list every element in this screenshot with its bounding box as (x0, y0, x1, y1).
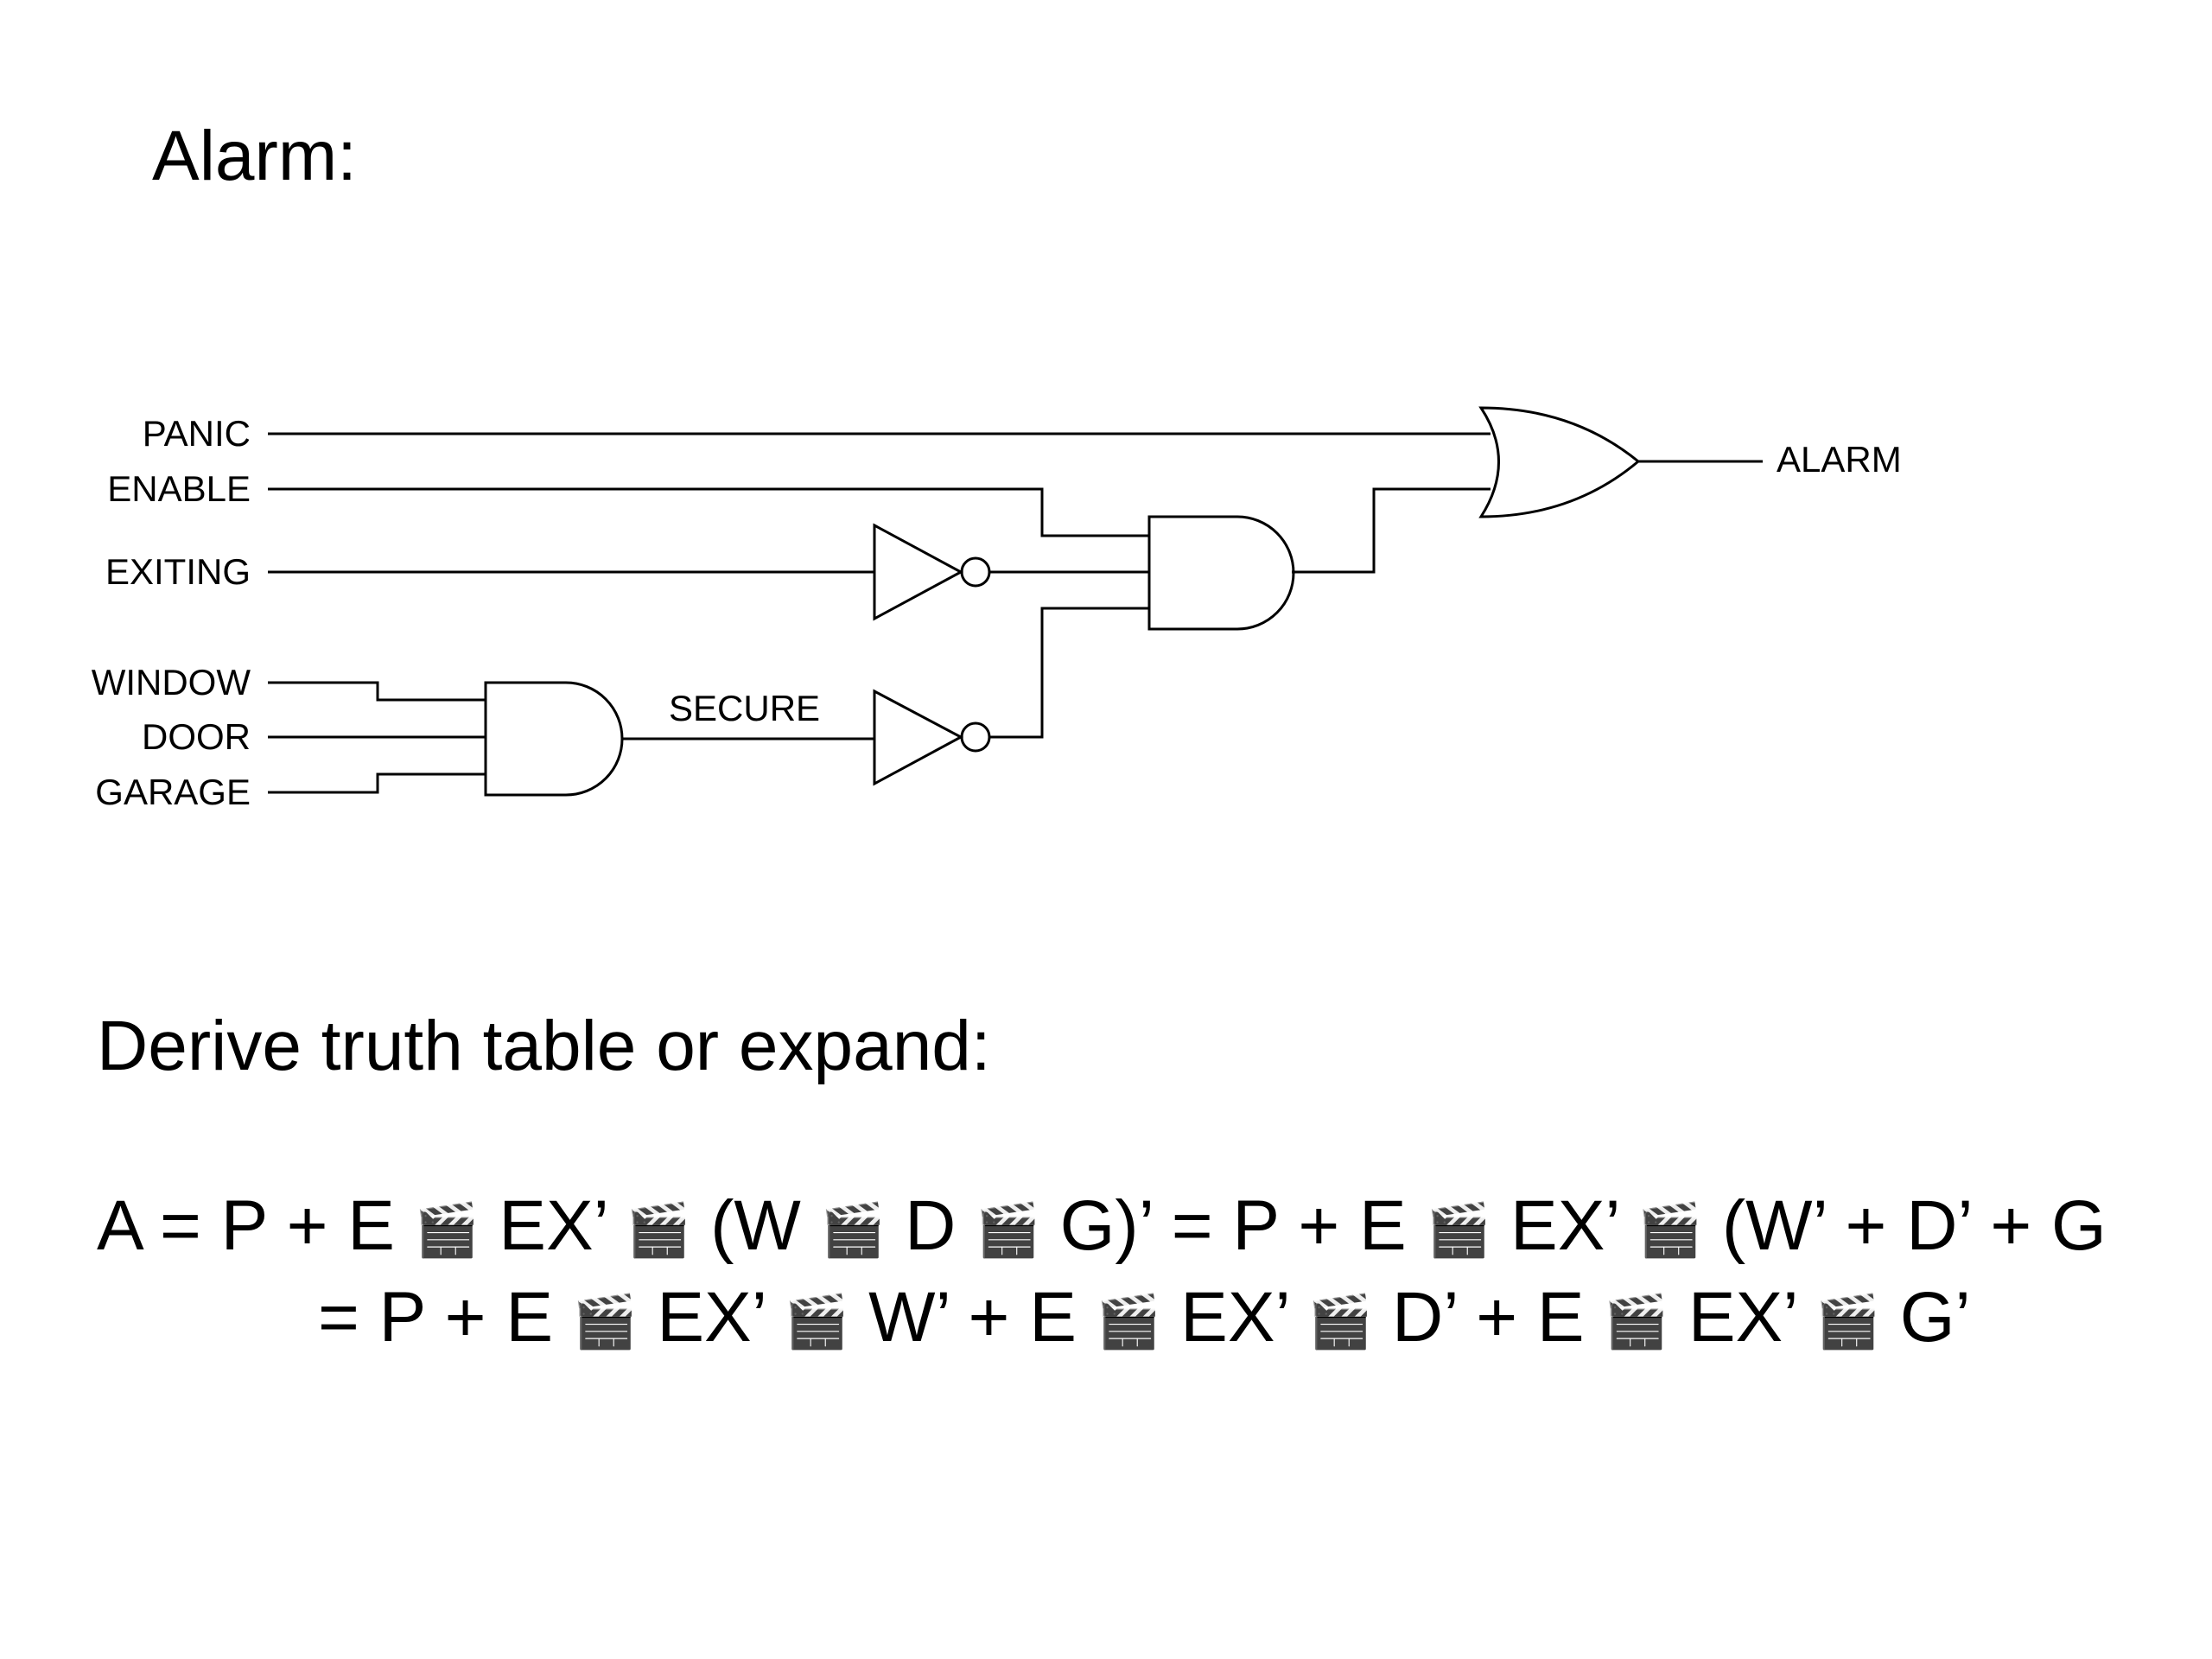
not-gate-secure-bubble (960, 721, 991, 753)
eq2-term-2: W’ + E (849, 1278, 1096, 1357)
equation-line-2: = P + E 🎬 EX’ 🎬 W’ + E 🎬 EX’ 🎬 D’ + E 🎬 … (318, 1282, 1971, 1353)
clapperboard-icon: 🎬 (1604, 1292, 1669, 1353)
clapperboard-icon: 🎬 (820, 1200, 886, 1262)
clapperboard-icon: 🎬 (626, 1200, 691, 1262)
eq1-term-0: A = P + E (97, 1186, 415, 1265)
eq2-term-6: G’ (1879, 1278, 1971, 1357)
label-exiting: EXITING (105, 551, 251, 592)
eq1-term-4: G)’ = P + E (1039, 1186, 1427, 1265)
clapperboard-icon: 🎬 (1307, 1292, 1373, 1353)
eq1-term-2: (W (690, 1186, 821, 1265)
clapperboard-icon: 🎬 (1815, 1292, 1880, 1353)
not-gate-exiting-bubble (960, 556, 991, 588)
section-heading: Derive truth table or expand: (97, 1007, 991, 1085)
slide-title: Alarm: (152, 117, 357, 195)
label-secure: SECURE (669, 688, 820, 728)
eq2-term-1: EX’ (637, 1278, 785, 1357)
wire-enable (268, 487, 1149, 537)
clapperboard-icon: 🎬 (1637, 1200, 1703, 1262)
wire-garage (268, 772, 486, 794)
label-enable: ENABLE (107, 468, 251, 509)
clapperboard-icon: 🎬 (572, 1292, 638, 1353)
clapperboard-icon: 🎬 (1426, 1200, 1491, 1262)
eq1-term-3: D (885, 1186, 976, 1265)
eq2-term-3: EX’ (1160, 1278, 1308, 1357)
equation-line-1: A = P + E 🎬 EX’ 🎬 (W 🎬 D 🎬 G)’ = P + E 🎬… (97, 1191, 2107, 1262)
label-door: DOOR (142, 716, 251, 757)
eq2-term-0: = P + E (318, 1278, 573, 1357)
and-gate-main (1147, 515, 1295, 631)
and-gate-secure (484, 681, 624, 797)
not-gate-exiting (873, 523, 964, 621)
eq1-term-1: EX’ (479, 1186, 626, 1265)
eq2-term-5: EX’ (1669, 1278, 1816, 1357)
clapperboard-icon: 🎬 (1096, 1292, 1161, 1353)
eq1-term-6: (W’ + D’ + G (1702, 1186, 2107, 1265)
clapperboard-icon: 🎬 (414, 1200, 480, 1262)
label-alarm: ALARM (1777, 439, 1902, 480)
not-gate-secure (873, 689, 964, 786)
or-gate-alarm (1478, 406, 1641, 518)
label-garage: GARAGE (95, 772, 251, 812)
wire-and-to-or (1292, 487, 1491, 574)
clapperboard-icon: 🎬 (976, 1200, 1040, 1262)
eq2-term-4: D’ + E (1372, 1278, 1605, 1357)
clapperboard-icon: 🎬 (784, 1292, 849, 1353)
label-panic: PANIC (143, 413, 251, 454)
wire-window (268, 681, 486, 702)
eq1-term-5: EX’ (1491, 1186, 1638, 1265)
label-window: WINDOW (92, 662, 251, 702)
